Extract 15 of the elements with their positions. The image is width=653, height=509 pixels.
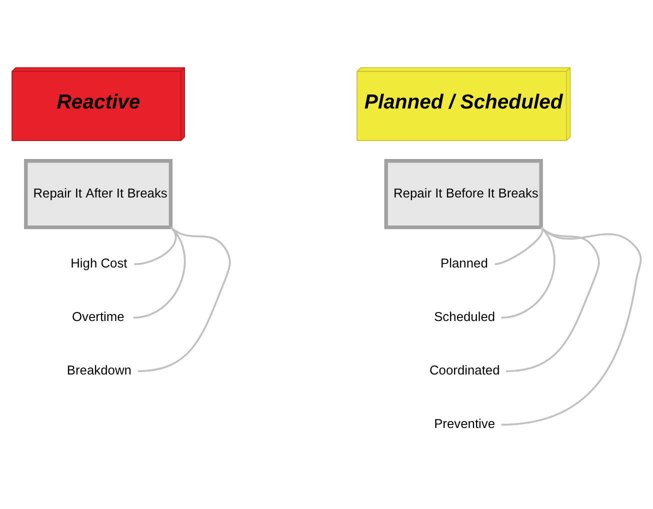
connector	[134, 226, 177, 266]
node-box: Repair It After It Breaks	[24, 159, 173, 230]
connector	[133, 226, 186, 319]
node-text: Overtime	[72, 309, 124, 324]
connector	[494, 226, 544, 266]
node-text: High Cost	[70, 256, 128, 271]
node-text: Preventive	[434, 416, 496, 432]
node-text: Planned	[440, 256, 488, 271]
connector	[501, 226, 642, 426]
node-box: Repair It Before It Breaks	[384, 159, 543, 230]
connector	[501, 226, 556, 319]
node-text: Coordinated	[429, 362, 500, 378]
connector	[138, 226, 231, 372]
node-text: Breakdown	[66, 362, 132, 378]
node-text: Scheduled	[434, 309, 496, 324]
